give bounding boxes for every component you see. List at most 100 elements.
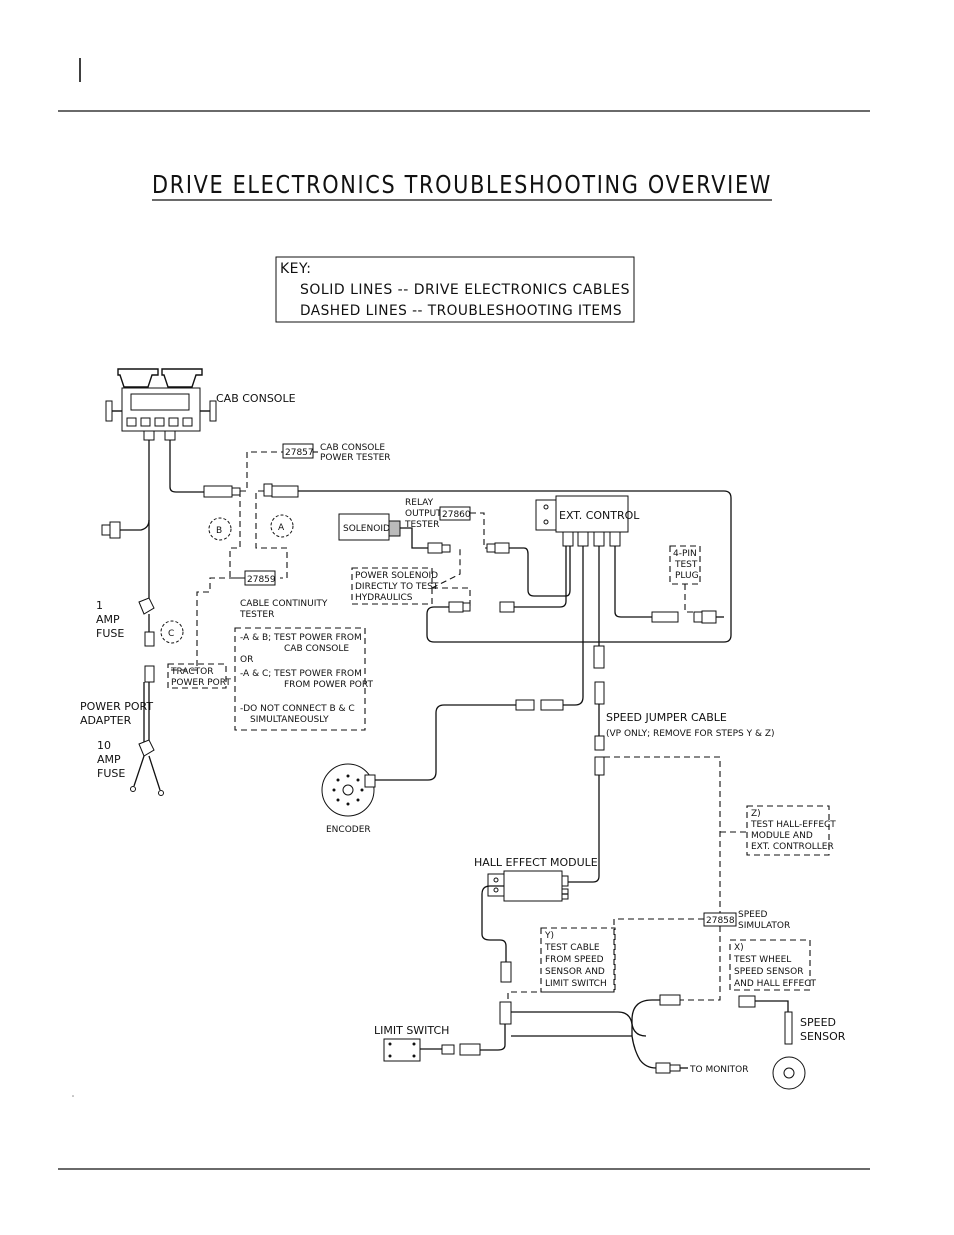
instr-7: SIMULTANEOUSLY — [250, 715, 329, 725]
speed-sensor — [784, 1011, 793, 1045]
label-cable-continuity-2: TESTER — [239, 610, 274, 620]
svg-text:A: A — [278, 523, 285, 533]
key-box: KEY: SOLID LINES -- DRIVE ELECTRONICS CA… — [275, 256, 635, 323]
label-fuse10-3: FUSE — [97, 767, 125, 780]
z-4: EXT. CONTROLLER — [751, 842, 834, 852]
relay-cable — [509, 546, 571, 597]
connector — [263, 483, 273, 497]
label-limit-switch: LIMIT SWITCH — [374, 1024, 449, 1037]
label-speed-sensor-2: SENSOR — [800, 1030, 846, 1043]
label-cable-continuity-1: CABLE CONTINUITY — [240, 599, 328, 609]
x-1: X) — [734, 943, 744, 953]
connector — [651, 611, 679, 623]
speed-sensor-cable — [755, 1000, 789, 1012]
x-3: SPEED SENSOR — [734, 967, 804, 977]
y-4: SENSOR AND — [545, 967, 605, 977]
solenoid-box — [338, 513, 390, 541]
tester-b-lead — [229, 491, 245, 579]
y-3: FROM SPEED — [545, 955, 604, 965]
key-dashed: DASHED LINES -- TROUBLESHOOTING ITEMS — [300, 303, 622, 319]
label-power-tester-1: CAB CONSOLE — [320, 443, 385, 453]
ext-control — [535, 495, 629, 547]
connector — [441, 544, 451, 553]
connector — [231, 487, 241, 496]
ring-terminal — [158, 790, 164, 796]
ring-terminal — [130, 786, 136, 792]
label-cab-console: CAB CONSOLE — [216, 392, 296, 405]
instr-1: -A & B; TEST POWER FROM — [240, 633, 362, 643]
x-4: AND HALL EFFECT — [734, 979, 817, 989]
connector — [593, 645, 605, 669]
label-test-plug-1: 4-PIN — [673, 549, 697, 559]
fuse-1amp — [138, 597, 155, 615]
step-y-box — [540, 927, 616, 993]
step-y-lead — [507, 918, 704, 1000]
step-z-box — [746, 805, 830, 856]
connector — [494, 542, 510, 554]
connector — [693, 611, 703, 623]
console-power-cable — [169, 440, 204, 493]
step-x-box — [729, 939, 811, 991]
hall-input-cable — [568, 775, 600, 883]
power-port-adapter-cable — [143, 682, 150, 745]
label-power-solenoid-2: DIRECTLY TO TEST — [355, 582, 439, 592]
connector — [594, 681, 605, 705]
part-27857: 27857 — [285, 448, 314, 458]
connector — [655, 1062, 671, 1074]
relay-tester-lead — [470, 512, 500, 549]
connector — [515, 699, 535, 711]
connector — [271, 485, 299, 498]
tester-c-lead — [168, 577, 245, 671]
connector — [499, 601, 515, 613]
marker-b: B — [208, 517, 232, 541]
left-plug-connector — [101, 521, 121, 539]
label-relay-3: TESTER — [404, 520, 439, 530]
connector — [500, 961, 512, 983]
connector — [594, 756, 605, 776]
encoder — [321, 763, 376, 817]
connector — [459, 1043, 481, 1056]
connector — [594, 735, 605, 751]
connector — [486, 543, 496, 553]
label-encoder: ENCODER — [326, 825, 371, 835]
svg-text:B: B — [216, 526, 222, 536]
tractor-power-port-box — [167, 663, 227, 689]
label-solenoid: SOLENOID — [343, 524, 390, 534]
connector — [427, 542, 443, 554]
fuse-10amp — [138, 739, 155, 757]
label-power-solenoid-1: POWER SOLENOID — [355, 571, 438, 581]
power-solenoid-leads — [431, 548, 471, 607]
label-fuse10-1: 10 — [97, 739, 111, 752]
label-tractor-2: POWER PORT — [171, 678, 231, 688]
solenoid-connector — [388, 520, 401, 537]
instr-2: CAB CONSOLE — [284, 644, 349, 654]
y-1: Y) — [544, 931, 554, 941]
connector — [659, 994, 681, 1006]
tester-a-lead — [255, 490, 288, 579]
cab-console — [105, 368, 217, 441]
speed-sensor-wheel — [772, 1056, 806, 1090]
connector — [669, 1064, 681, 1072]
instr-3: OR — [240, 655, 253, 665]
label-speed-jumper-1: SPEED JUMPER CABLE — [606, 711, 727, 724]
label-power-port-1: POWER PORT — [80, 700, 153, 713]
label-power-tester-2: POWER TESTER — [320, 453, 391, 463]
label-speed-jumper-2: (VP ONLY; REMOVE FOR STEPS Y & Z) — [606, 729, 775, 739]
tester-27857-box — [282, 443, 314, 459]
label-power-port-2: ADAPTER — [80, 714, 132, 727]
z-2: TEST HALL-EFFECT — [750, 820, 836, 830]
console-left-cable — [118, 440, 150, 531]
y-2: TEST CABLE — [544, 943, 600, 953]
instr-6: -DO NOT CONNECT B & C — [240, 704, 355, 714]
encoder-cable — [563, 546, 584, 706]
stray-dot — [72, 1095, 74, 1097]
instruction-box — [234, 627, 366, 731]
connector — [540, 699, 564, 711]
instr-4: -A & C; TEST POWER FROM — [240, 669, 362, 679]
main-harness-cable — [298, 490, 732, 643]
label-test-plug-3: PLUG — [675, 571, 699, 581]
step-x-lead — [680, 926, 721, 1001]
label-fuse10-2: AMP — [97, 753, 121, 766]
label-fuse1-3: FUSE — [96, 627, 124, 640]
solenoid-cable — [400, 527, 428, 549]
